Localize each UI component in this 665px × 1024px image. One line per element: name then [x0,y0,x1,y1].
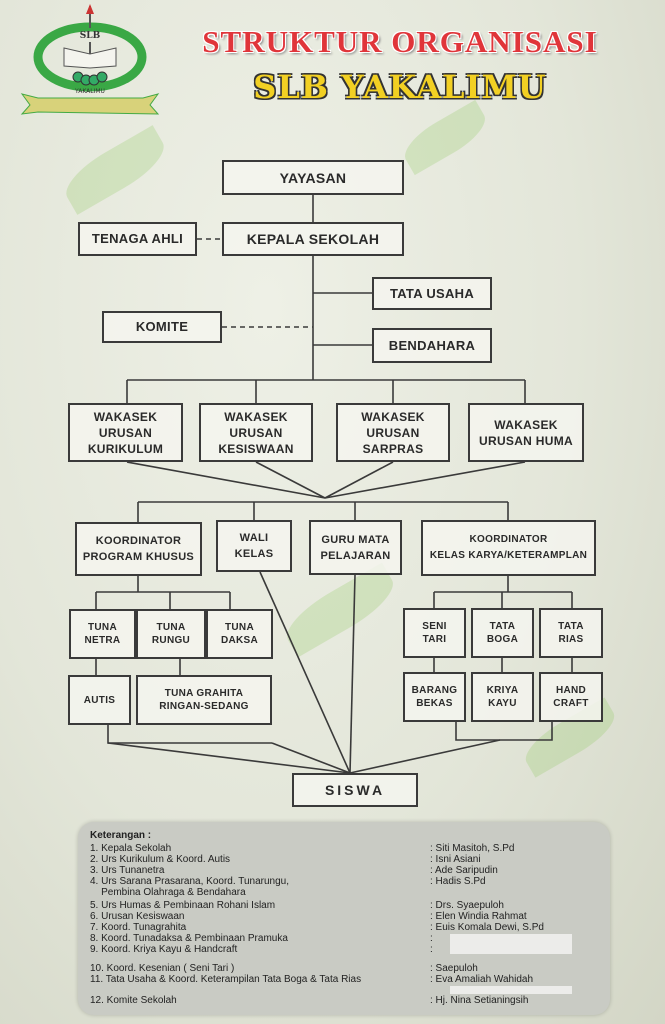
box-tuna-daksa: TUNA DAKSA [206,609,273,659]
box-kepala-sekolah: KEPALA SEKOLAH [222,222,404,256]
box-yayasan: YAYASAN [222,160,404,195]
legend-heading: Keterangan : [90,830,152,841]
box-wakasek-humas: WAKASEK URUSAN HUMA [468,403,584,462]
legend-item: 1. Kepala Sekolah: Siti Masitoh, S.Pd [90,843,515,854]
logo-text-name: YAKALIMU [74,88,105,95]
box-tuna-grahita: TUNA GRAHITA RINGAN-SEDANG [136,675,272,725]
box-tata-rias: TATA RIAS [539,608,603,658]
box-seni-tari: SENI TARI [403,608,466,658]
legend-item: 8. Koord. Tunadaksa & Pembinaan Pramuka: [90,933,433,944]
box-tata-boga: TATA BOGA [471,608,534,658]
legend-item: 5. Urs Humas & Pembinaan Rohani Islam: D… [90,900,504,911]
legend-item: 11. Tata Usaha & Koord. Keterampilan Tat… [90,974,534,985]
legend-blank-patch [450,986,572,994]
box-autis: AUTIS [68,675,131,725]
box-koordinator-kelas-karya: KOORDINATOR KELAS KARYA/KETERAMPLAN [421,520,596,576]
box-tuna-rungu: TUNA RUNGU [136,609,206,659]
box-koordinator-program-khusus: KOORDINATOR PROGRAM KHUSUS [75,522,202,576]
legend-item: 12. Komite Sekolah: Hj. Nina Setianingsi… [90,995,529,1006]
box-wakasek-kesiswaan: WAKASEK URUSAN KESISWAAN [199,403,313,462]
box-tuna-netra: TUNA NETRA [69,609,136,659]
title-line-1: STRUKTUR ORGANISASI [202,24,598,59]
box-guru-mata-pelajaran: GURU MATA PELAJARAN [309,520,402,575]
box-kriya-kayu: KRIYA KAYU [471,672,534,722]
legend-item: 3. Urs Tunanetra: Ade Saripudin [90,865,498,876]
box-wali-kelas: WALI KELAS [216,520,292,572]
legend-panel: Keterangan : 1. Kepala Sekolah: Siti Mas… [78,822,610,1015]
box-tenaga-ahli: TENAGA AHLI [78,222,197,256]
box-wakasek-sarpras: WAKASEK URUSAN SARPRAS [336,403,450,462]
box-barang-bekas: BARANG BEKAS [403,672,466,722]
legend-item: 6. Urusan Kesiswaan: Elen Windia Rahmat [90,911,527,922]
box-wakasek-kurikulum: WAKASEK URUSAN KURIKULUM [68,403,183,462]
legend-item: 4. Urs Sarana Prasarana, Koord. Tunarung… [90,876,486,898]
legend-item: 2. Urs Kurikulum & Koord. Autis: Isni As… [90,854,481,865]
legend-item: 10. Koord. Kesenian ( Seni Tari ): Saepu… [90,963,478,974]
legend-blank-patch [450,934,572,954]
logo-text-slb: SLB [80,31,101,41]
connector-lines [95,195,573,774]
legend-item: 7. Koord. Tunagrahita: Euis Komala Dewi,… [90,922,544,933]
box-siswa: SISWA [292,773,418,807]
legend-item: 9. Koord. Kriya Kayu & Handcraft: [90,944,433,955]
title-line-2: SLB YAKALIMU [253,68,547,106]
box-bendahara: BENDAHARA [372,328,492,363]
school-logo: SLB YAKALIMU [18,2,163,117]
box-tata-usaha: TATA USAHA [372,277,492,310]
box-komite: KOMITE [102,311,222,343]
box-hand-craft: HAND CRAFT [539,672,603,722]
